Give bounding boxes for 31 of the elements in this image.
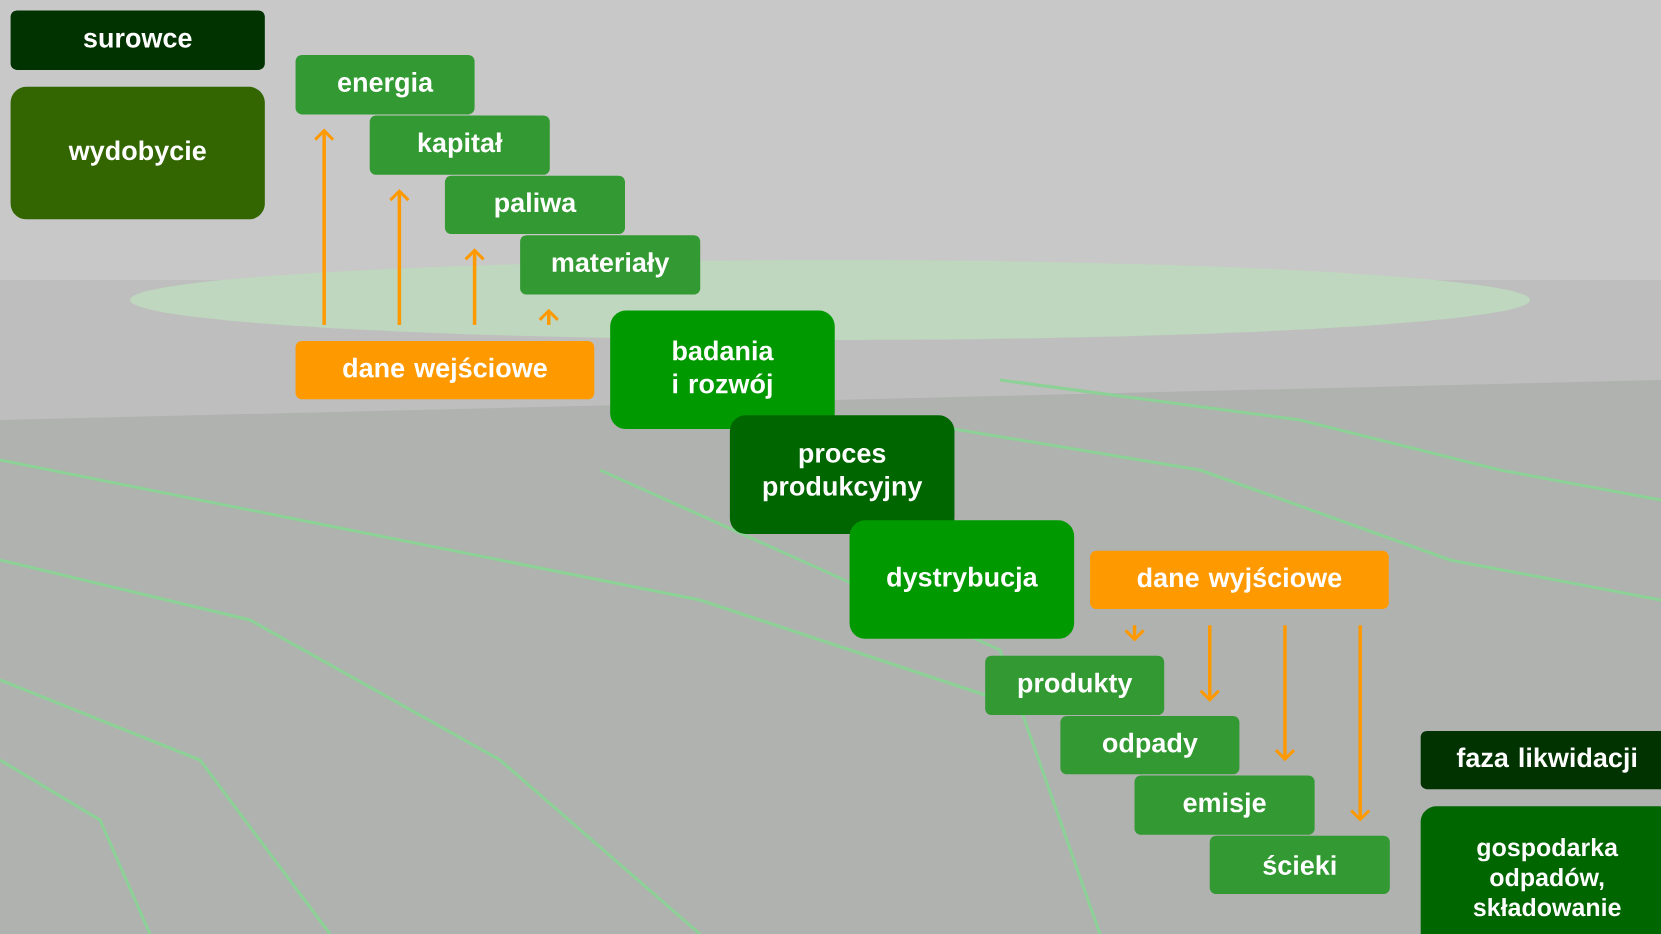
stage-box: gospodarka odpadów, składowanie [1420,806,1661,934]
stage-box: proces produkcyjny [729,415,955,534]
input-output-box: dane wejściowe [295,341,595,400]
node-label: emisje [1183,792,1266,818]
stage-box: badania i rozwój [610,310,835,429]
stage-box: dystrybucja [849,520,1075,639]
arrow [1350,625,1371,822]
node-label: odpady [1102,732,1198,758]
stage-box: materiały [520,235,701,295]
phase-header: surowce [10,10,265,70]
node-label: kapitał [418,132,503,158]
arrow [389,189,410,325]
arrow [1274,625,1296,762]
stage-box: odpady [1060,716,1240,775]
node-label: paliwa [495,192,577,218]
stage-box: ścieki [1209,835,1390,895]
arrow [1199,625,1220,702]
arrow [464,248,485,325]
stage-box: emisje [1134,775,1315,835]
stage-box: energia [295,55,475,115]
stage-box: kapitał [369,115,550,175]
node-label: produkty [1018,672,1133,698]
node-label: materiały [552,252,670,278]
stage-box: paliwa [444,175,625,235]
stage-box: produkty [985,655,1165,716]
phase-header: faza likwidacji [1420,730,1661,790]
arrow [314,128,335,325]
node-label: ścieki [1263,854,1336,875]
node-label: energia [338,72,434,98]
stage-box: wydobycie [10,86,265,220]
input-output-box: dane wyjściowe [1090,550,1389,610]
